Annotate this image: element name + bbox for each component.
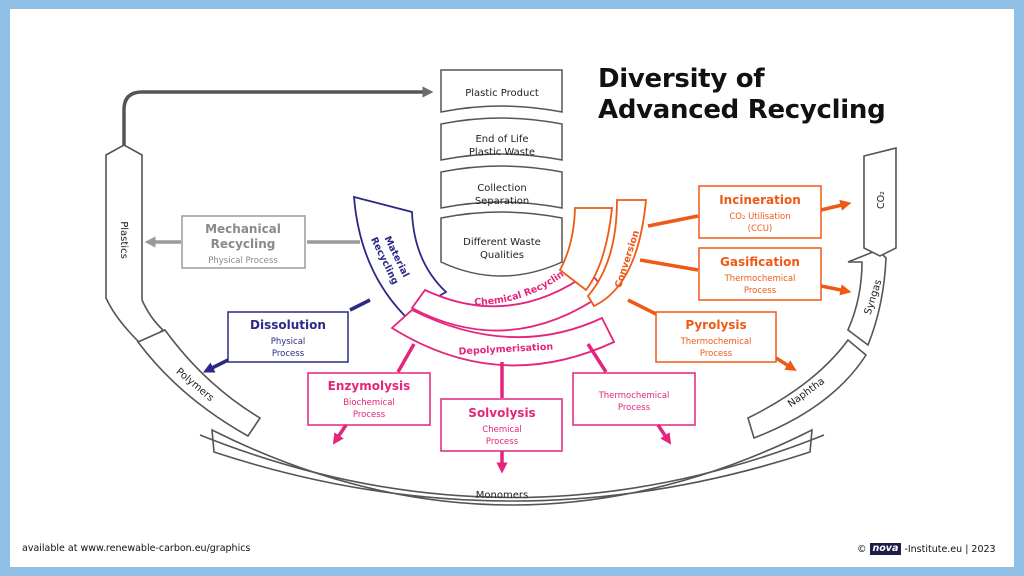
thermochemical-sub-1: Thermochemical <box>598 391 670 401</box>
gasification-box: Gasification Thermochemical Process <box>698 247 822 301</box>
conversion-to-incineration-line <box>647 214 699 228</box>
pyrolysis-sub-1: Thermochemical <box>680 337 752 347</box>
conversion-to-pyrolysis-line <box>627 298 657 316</box>
mechanical-recycling-box: Mechanical Recycling Physical Process <box>181 215 306 269</box>
incineration-sub-2: (CCU) <box>748 224 773 234</box>
dissolution-to-polymers-arrow <box>202 358 229 373</box>
mechanical-title-2: Recycling <box>211 237 276 251</box>
page-title: Diversity of Advanced Recycling <box>598 64 886 126</box>
plastic-product-label: Plastic Product <box>465 88 539 99</box>
gasification-title: Gasification <box>720 255 800 269</box>
waste-label-1: Different Waste <box>463 237 541 248</box>
gasification-sub-2: Process <box>744 286 777 296</box>
thermochemical-box: Thermochemical Process <box>572 372 696 426</box>
depolymerisation-segment: Depolymerisation <box>390 308 616 367</box>
title-line-2: Advanced Recycling <box>598 95 886 125</box>
mechanical-title-1: Mechanical <box>205 222 281 236</box>
recycling-diagram: Plastics Polymers Monomers Naphtha Synga… <box>105 69 897 506</box>
enzymolysis-title: Enzymolysis <box>328 379 411 393</box>
collection-label-2: Separation <box>475 196 529 207</box>
copyright-symbol: © <box>857 543 867 555</box>
incineration-sub-1: CO₂ Utilisation <box>729 212 790 222</box>
copyright-suffix: -Institute.eu | 2023 <box>904 543 996 555</box>
loop-arrow <box>122 86 434 145</box>
incineration-arrow <box>820 199 852 212</box>
copyright-notice: © nova -Institute.eu | 2023 <box>857 543 996 555</box>
co2-label: CO₂ <box>876 191 887 209</box>
solvolysis-title: Solvolysis <box>468 406 535 420</box>
dissolution-title: Dissolution <box>250 318 326 332</box>
stack-end-of-life: End of Life Plastic Waste <box>440 117 563 161</box>
stack-plastic-product: Plastic Product <box>440 69 563 113</box>
waste-label-2: Qualities <box>480 250 524 261</box>
outer-band-plastics: Plastics <box>105 144 165 347</box>
thermochemical-sub-2: Process <box>618 403 651 413</box>
thermochemical-arrow <box>656 424 672 445</box>
depol-to-enzymolysis-line <box>396 343 416 373</box>
enzymolysis-box: Enzymolysis Biochemical Process <box>307 372 431 426</box>
pyrolysis-arrow <box>775 356 797 371</box>
pyrolysis-title: Pyrolysis <box>685 318 746 332</box>
solvolysis-sub-1: Chemical <box>482 425 521 435</box>
source-link-text: available at www.renewable-carbon.eu/gra… <box>22 543 251 554</box>
dissolution-box: Dissolution Physical Process <box>227 311 349 363</box>
nova-logo: nova <box>869 543 902 555</box>
outer-band-polymers: Polymers <box>136 329 262 438</box>
gasification-sub-1: Thermochemical <box>724 274 796 284</box>
pyrolysis-sub-2: Process <box>700 349 733 359</box>
dissolution-sub-2: Process <box>272 349 305 359</box>
mechanical-subtitle: Physical Process <box>208 256 278 266</box>
dissolution-sub-1: Physical <box>271 337 306 347</box>
page-frame: Plastics Polymers Monomers Naphtha Synga… <box>10 9 1014 567</box>
enzymolysis-sub-1: Biochemical <box>343 398 395 408</box>
enzymolysis-arrow <box>332 424 348 445</box>
depolymerisation-label: Depolymerisation <box>458 342 553 358</box>
end-of-life-label-2: Plastic Waste <box>469 147 535 158</box>
enzymolysis-sub-2: Process <box>353 410 386 420</box>
monomers-label: Monomers <box>476 490 528 501</box>
end-of-life-label-1: End of Life <box>475 134 528 145</box>
solvolysis-box: Solvolysis Chemical Process <box>440 398 563 452</box>
outer-band-syngas: Syngas <box>847 249 887 347</box>
gasification-arrow <box>820 284 852 296</box>
stack-collection: Collection Separation <box>440 165 563 209</box>
collection-label-1: Collection <box>477 183 526 194</box>
conversion-to-gasification-line <box>639 258 699 272</box>
outer-band-monomers: Monomers <box>199 428 825 506</box>
incineration-title: Incineration <box>719 193 801 207</box>
plastics-label: Plastics <box>118 221 129 259</box>
solvolysis-sub-2: Process <box>486 437 519 447</box>
stack-waste-qualities: Different Waste Qualities <box>440 211 563 277</box>
title-line-1: Diversity of <box>598 64 765 94</box>
outer-band-co2: CO₂ <box>863 146 897 257</box>
depol-to-thermochemical-line <box>586 343 608 373</box>
material-to-dissolution-arrow <box>349 298 371 312</box>
pyrolysis-box: Pyrolysis Thermochemical Process <box>655 311 777 363</box>
incineration-box: Incineration CO₂ Utilisation (CCU) <box>698 185 822 239</box>
